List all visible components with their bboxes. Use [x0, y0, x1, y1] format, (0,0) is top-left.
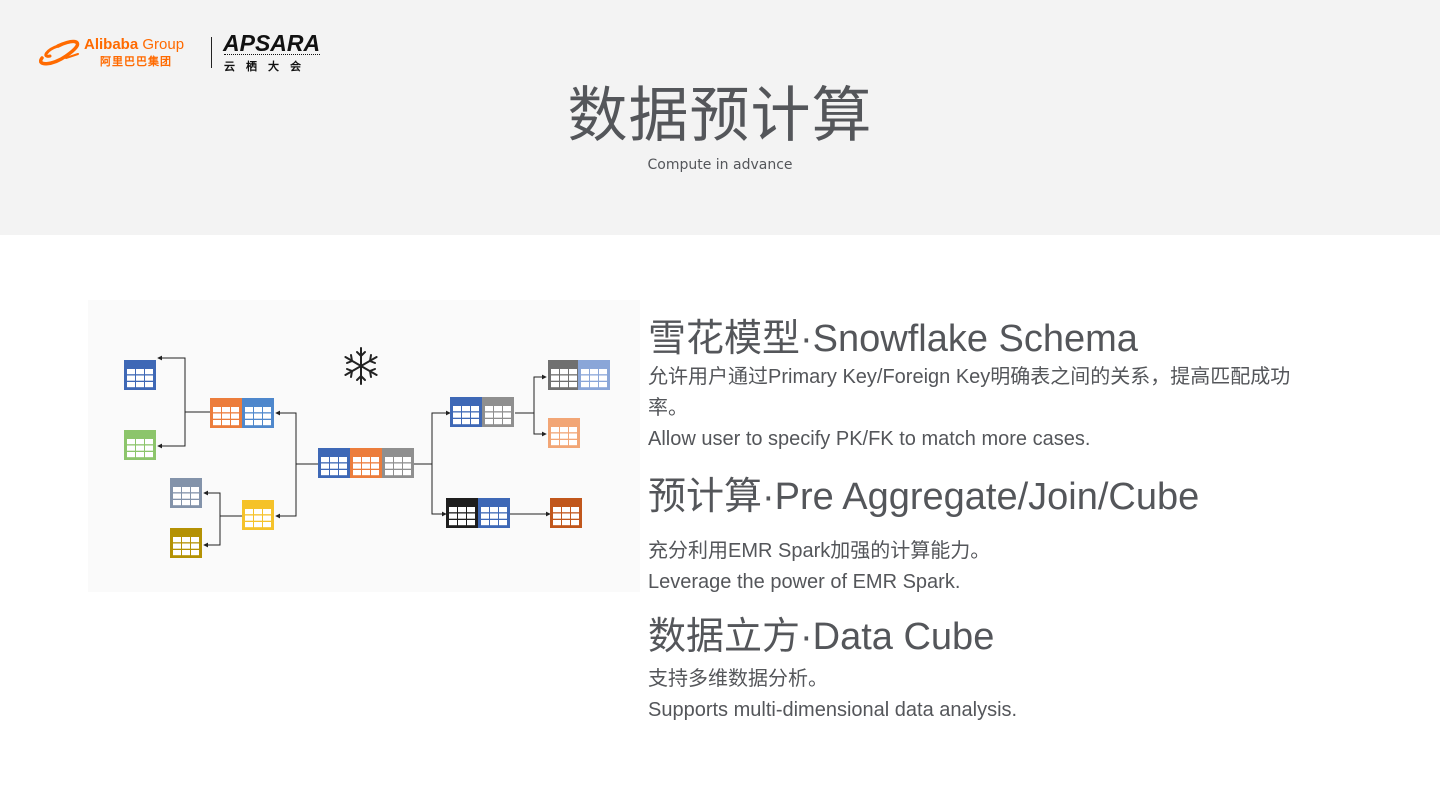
- table-icon: [318, 448, 350, 478]
- table-icon: [350, 448, 382, 478]
- diagram-tables: [124, 360, 610, 558]
- snowflake-diagram: [88, 300, 640, 592]
- table-icon: [548, 418, 580, 448]
- header-band: [0, 0, 1440, 235]
- apsara-wordmark: APSARA: [223, 30, 321, 56]
- page-subtitle: Compute in advance: [647, 157, 793, 173]
- table-icon: [578, 360, 610, 390]
- section-heading: 预计算·Pre Aggregate/Join/Cube: [648, 476, 1200, 518]
- connector-line: [157, 355, 186, 377]
- section-heading: 雪花模型·Snowflake Schema: [648, 318, 1138, 360]
- table-icon: [382, 448, 414, 478]
- diagram-connectors: [157, 355, 551, 548]
- section-precompute: 预计算·Pre Aggregate/Join/Cube 充分利用EMR Spar…: [648, 474, 1328, 598]
- section-text-en: Leverage the power of EMR Spark.: [648, 571, 961, 593]
- section-heading: 数据立方·Data Cube: [648, 616, 995, 658]
- alibaba-logo-icon: [38, 39, 80, 66]
- table-icon: [124, 430, 156, 460]
- table-icon: [210, 398, 242, 428]
- table-icon: [482, 397, 514, 427]
- section-data-cube: 数据立方·Data Cube 支持多维数据分析。 Supports multi-…: [648, 614, 1328, 726]
- section-text-cn: 充分利用EMR Spark加强的计算能力。: [648, 540, 991, 562]
- section-text-cn: 支持多维数据分析。: [648, 668, 828, 690]
- table-icon: [478, 498, 510, 528]
- alibaba-wordmark-cn: 阿里巴巴集团: [100, 55, 172, 68]
- connector-line: [275, 410, 297, 464]
- apsara-wordmark-cn: 云栖大会: [224, 60, 312, 73]
- connector-line: [431, 464, 447, 517]
- section-text-en: Supports multi-dimensional data analysis…: [648, 699, 1018, 721]
- connector-line: [157, 377, 186, 449]
- section-text-en: Allow user to specify PK/FK to match mor…: [648, 428, 1091, 450]
- table-icon: [242, 500, 274, 530]
- snowflake-diagram-svg: [124, 347, 610, 558]
- page-title: 数据预计算: [567, 81, 873, 151]
- connector-line: [275, 464, 297, 519]
- connector-line: [413, 410, 451, 465]
- brand-logos: Alibaba Group 阿里巴巴集团 APSARA 云栖大会: [36, 30, 326, 76]
- table-icon: [170, 528, 202, 558]
- section-snowflake: 雪花模型·Snowflake Schema 允许用户通过Primary Key/…: [648, 316, 1328, 455]
- apsara-underline: [224, 54, 320, 58]
- logo-divider: [211, 37, 212, 68]
- table-icon: [548, 360, 580, 390]
- connector-line: [533, 413, 547, 437]
- table-icon: [124, 360, 156, 390]
- table-icon: [550, 498, 582, 528]
- connector-line: [203, 516, 221, 548]
- alibaba-wordmark: Alibaba Group: [84, 36, 185, 53]
- connector-line: [515, 374, 547, 414]
- snowflake-icon: [344, 347, 378, 385]
- table-icon: [450, 397, 482, 427]
- table-icon: [242, 398, 274, 428]
- connector-line: [203, 490, 221, 516]
- table-icon: [170, 478, 202, 508]
- table-icon: [446, 498, 478, 528]
- section-text-cn: 允许用户通过Primary Key/Foreign Key明确表之间的关系，提高…: [648, 366, 1291, 419]
